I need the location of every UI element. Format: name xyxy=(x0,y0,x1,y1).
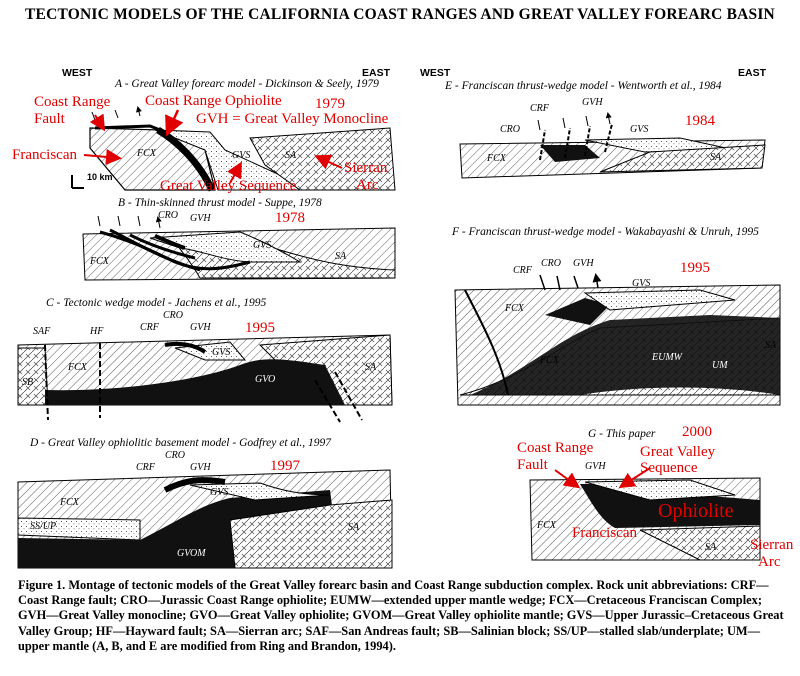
panel-d-cro: CRO xyxy=(165,450,185,461)
panel-a-scale-bar: 10 km xyxy=(87,172,113,182)
figure-title: TECTONIC MODELS OF THE CALIFORNIA COAST … xyxy=(25,6,775,23)
panel-b-year: 1978 xyxy=(275,210,305,226)
panel-g-gvs-label-2: Sequence xyxy=(640,460,698,476)
panel-e-crf: CRF xyxy=(530,103,549,114)
panel-g-title: G - This paper xyxy=(588,428,656,440)
panel-b-section xyxy=(82,216,396,281)
panel-g-gvh: GVH xyxy=(585,461,606,472)
panel-d-year: 1997 xyxy=(270,458,300,474)
panel-e-gvs: GVS xyxy=(630,124,649,135)
panel-c-gvo: GVO xyxy=(255,374,276,385)
panel-c-sa: SA xyxy=(365,362,377,373)
panel-e-sa: SA xyxy=(710,152,722,163)
panel-g-gvs-label: Great Valley xyxy=(640,444,716,460)
panel-c-section xyxy=(17,334,393,423)
panel-a-cro-label: Coast Range Ophiolite xyxy=(145,93,282,109)
panel-f-year: 1995 xyxy=(680,260,710,276)
panel-d-crf: CRF xyxy=(136,462,155,473)
panel-d-title: D - Great Valley ophiolitic basement mod… xyxy=(30,437,331,449)
panel-f-crf: CRF xyxy=(513,265,532,276)
direction-east-a: EAST xyxy=(362,67,391,79)
panel-c-cro: CRO xyxy=(163,310,183,321)
figure-caption: Figure 1. Montage of tectonic models of … xyxy=(18,578,784,653)
panel-c-fcx: FCX xyxy=(68,362,87,373)
panel-a-year: 1979 xyxy=(315,96,345,112)
panel-f-eumw: EUMW xyxy=(652,352,682,363)
panel-f-section xyxy=(454,275,781,406)
panel-d-sa: SA xyxy=(348,522,360,533)
panel-e-title: E - Franciscan thrust-wedge model - Went… xyxy=(445,80,722,92)
panel-a-title: A - Great Valley forearc model - Dickins… xyxy=(115,78,379,90)
panel-g-fcx: FCX xyxy=(537,520,556,531)
panel-d-fcx: FCX xyxy=(60,497,79,508)
panel-a-sa: SA xyxy=(285,150,297,161)
panel-f-um: UM xyxy=(712,360,728,371)
panel-a-gvs: GVS xyxy=(232,150,251,161)
direction-east-e: EAST xyxy=(738,67,767,79)
panel-e-year: 1984 xyxy=(685,113,715,129)
panel-g-year: 2000 xyxy=(682,424,712,440)
panel-c-gvs: GVS xyxy=(212,347,231,358)
panel-f-fcx-2: FCX xyxy=(540,355,559,366)
panel-a-section xyxy=(71,108,396,192)
panel-g-section xyxy=(529,467,761,561)
panel-f-cro: CRO xyxy=(541,258,561,269)
panel-d-section xyxy=(17,469,393,569)
panel-a-sa-label-2: Arc xyxy=(356,177,379,193)
panel-a-sa-label: Sierran xyxy=(344,160,388,176)
panel-b-cro: CRO xyxy=(158,210,178,221)
panel-f-gvh: GVH xyxy=(573,258,594,269)
panel-b-gvs: GVS xyxy=(253,240,272,251)
panel-g-crf-label: Coast Range xyxy=(517,440,594,456)
direction-west-a: WEST xyxy=(62,67,93,79)
panel-d-gvh: GVH xyxy=(190,462,211,473)
panel-b-sa: SA xyxy=(335,251,347,262)
panel-e-section xyxy=(459,114,766,179)
panel-c-hf: HF xyxy=(90,326,104,337)
panel-c-saf: SAF xyxy=(33,326,51,337)
panel-d-gvs: GVS xyxy=(210,487,229,498)
panel-a-fcx: FCX xyxy=(137,148,156,159)
panel-g-franciscan-label: Franciscan xyxy=(572,525,637,541)
panel-a-crf-label-2: Fault xyxy=(34,111,65,127)
panel-c-gvh: GVH xyxy=(190,322,211,333)
panel-f-title: F - Franciscan thrust-wedge model - Waka… xyxy=(452,226,759,238)
panel-b-gvh: GVH xyxy=(190,213,211,224)
panel-c-title: C - Tectonic wedge model - Jachens et al… xyxy=(46,297,267,309)
panel-f-gvs: GVS xyxy=(632,278,651,289)
panel-e-gvh: GVH xyxy=(582,97,603,108)
panel-b-fcx: FCX xyxy=(90,256,109,267)
panel-f-fcx: FCX xyxy=(505,303,524,314)
panel-g-sa: SA xyxy=(705,542,717,553)
panel-a-gvh-label: GVH = Great Valley Monocline xyxy=(196,111,389,127)
panel-c-year: 1995 xyxy=(245,320,275,336)
panel-e-fcx: FCX xyxy=(487,153,506,164)
panel-g-sa-label-2: Arc xyxy=(758,554,781,570)
panel-b-title: B - Thin-skinned thrust model - Suppe, 1… xyxy=(118,197,322,209)
panel-a-franciscan-label: Franciscan xyxy=(12,147,77,163)
panel-g-sa-label: Sierran xyxy=(750,537,794,553)
panel-a-crf-label: Coast Range xyxy=(34,94,111,110)
panel-f-sa: SA xyxy=(765,340,777,351)
panel-c-sb: SB xyxy=(22,377,34,388)
panel-d-gvom: GVOM xyxy=(177,548,206,559)
panel-g-ophiolite-label: Ophiolite xyxy=(658,500,734,522)
direction-west-e: WEST xyxy=(420,67,451,79)
panel-e-cro: CRO xyxy=(500,124,520,135)
panel-a-gvs-label: Great Valley Sequence xyxy=(160,178,297,194)
panel-g-crf-label-2: Fault xyxy=(517,457,548,473)
panel-d-ssup: SS/UP xyxy=(30,521,57,532)
panel-c-crf: CRF xyxy=(140,322,159,333)
